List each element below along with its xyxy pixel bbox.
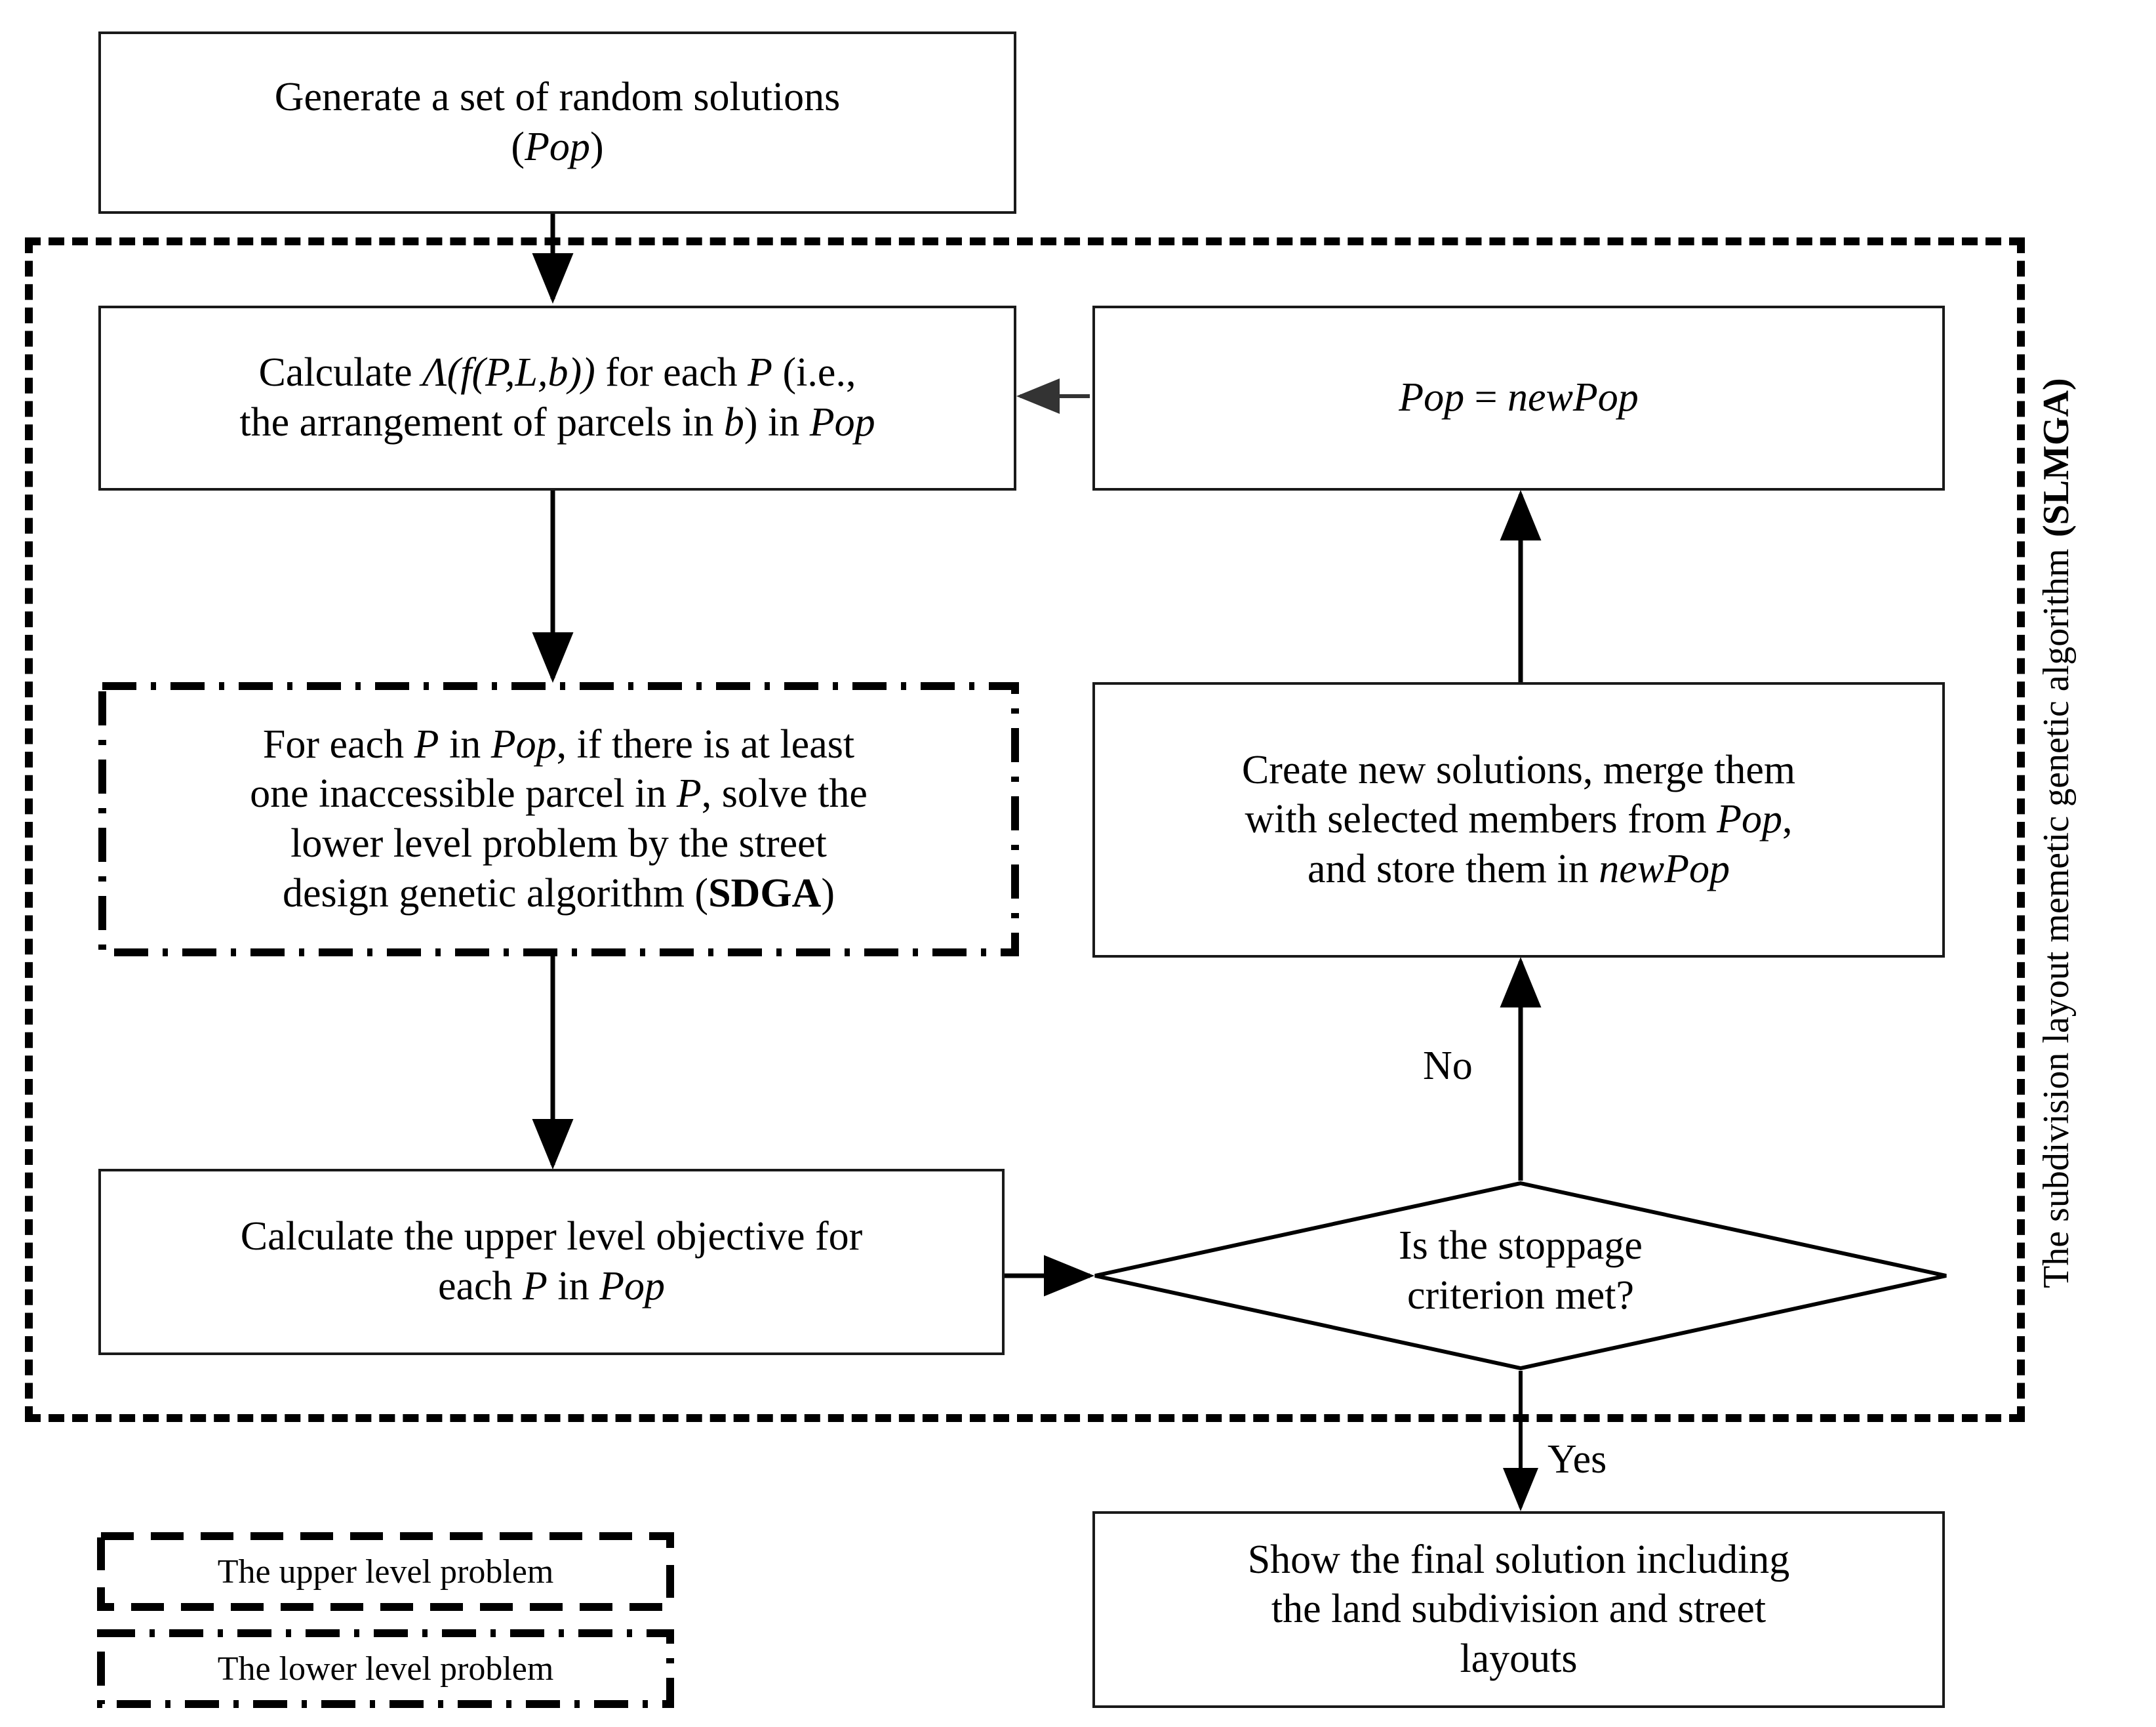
generate-paren-open: (: [511, 125, 525, 169]
sdga-l2a: one inaccessible parcel in: [250, 771, 677, 817]
pop-assign-rhs: newPop: [1507, 375, 1639, 420]
sdga-l4c: ): [821, 870, 835, 916]
slmga-label-line2: (SLMGA): [2036, 377, 2077, 537]
slmga-label-line1: The subdivision layout memetic genetic a…: [2036, 548, 2077, 1289]
node-decision-text: Is the stoppage criterion met?: [1092, 1221, 1949, 1320]
legend-lower-level: The lower level problem: [97, 1629, 674, 1708]
sdga-l3: lower level problem by the street: [290, 821, 827, 866]
node-upper-objective-text: Calculate the upper level objective for …: [224, 1212, 880, 1311]
node-create-new-text: Create new solutions, merge them with se…: [1225, 746, 1812, 895]
node-pop-assign[interactable]: Pop = newPop: [1092, 306, 1945, 491]
calc-pop: Pop: [809, 400, 875, 445]
calc-line2a: the arrangement of parcels in: [239, 400, 724, 445]
node-generate-text: Generate a set of random solutions (Pop): [258, 73, 858, 172]
node-upper-level-objective[interactable]: Calculate the upper level objective for …: [98, 1169, 1005, 1355]
final-line2: the land subdivision and street: [1271, 1587, 1767, 1632]
sdga-l1p: P: [414, 721, 439, 767]
node-calculate-lambda[interactable]: Calculate Λ(f(P,L,b)) for each P (i.e., …: [98, 306, 1016, 491]
generate-pop: Pop: [525, 125, 590, 169]
sdga-border: [98, 682, 1019, 956]
legend-lower-label: The lower level problem: [217, 1650, 554, 1688]
sdga-l4b: SDGA: [708, 870, 822, 916]
sdga-l4a: design genetic algorithm (: [282, 870, 709, 916]
calc-seg2: for each: [595, 350, 748, 396]
calc-seg3: (i.e.,: [772, 350, 856, 396]
upper-line2a: each: [437, 1264, 523, 1309]
sdga-l2b: , solve the: [701, 771, 868, 817]
sdga-l1a: For each: [262, 721, 414, 767]
legend-lower-border: [97, 1629, 674, 1708]
upper-line2b: in: [547, 1264, 600, 1309]
create-line2a: with selected members from: [1245, 797, 1717, 842]
calc-f: f: [460, 350, 472, 396]
decision-line1: Is the stoppage: [1399, 1223, 1643, 1268]
sdga-l2p: P: [676, 771, 702, 817]
calc-args: (P,L,b): [471, 350, 582, 396]
create-line1: Create new solutions, merge them: [1241, 747, 1796, 792]
node-show-final-solution[interactable]: Show the final solution including the la…: [1092, 1511, 1945, 1708]
sdga-l1c: , if there is at least: [556, 721, 855, 767]
edge-label-yes: Yes: [1547, 1437, 1607, 1482]
decision-line2: criterion met?: [1407, 1272, 1634, 1318]
legend-upper-label: The upper level problem: [217, 1553, 554, 1591]
slmga-container: [25, 237, 2025, 1422]
node-calculate-lambda-text: Calculate Λ(f(P,L,b)) for each P (i.e., …: [222, 348, 892, 447]
sdga-l1b: in: [439, 721, 491, 767]
node-pop-assign-text: Pop = newPop: [1382, 373, 1656, 423]
node-decision-stoppage[interactable]: Is the stoppage criterion met?: [1092, 1181, 1949, 1371]
calc-lambda: Λ(: [422, 350, 461, 396]
edge-label-no: No: [1423, 1044, 1473, 1088]
create-line3a: and store them in: [1308, 846, 1599, 891]
calc-line2b: ) in: [744, 400, 810, 445]
final-line1: Show the final solution including: [1247, 1537, 1790, 1582]
node-sdga-text: For each P in Pop, if there is at least …: [233, 720, 885, 919]
calc-b: b: [723, 400, 744, 445]
calc-close: ): [582, 350, 595, 396]
pop-assign-lhs: Pop: [1399, 375, 1465, 420]
generate-paren-close: ): [589, 125, 604, 169]
final-line3: layouts: [1460, 1636, 1578, 1681]
slmga-vertical-label: The subdivision layout memetic genetic a…: [2036, 256, 2136, 1410]
node-final-text: Show the final solution including the la…: [1231, 1535, 1807, 1684]
pop-assign-eq: =: [1464, 375, 1508, 420]
upper-line1: Calculate the upper level objective for: [240, 1214, 863, 1259]
node-sdga-lower-level[interactable]: For each P in Pop, if there is at least …: [98, 682, 1019, 956]
decision-diamond-shape: [1094, 1181, 1947, 1371]
node-create-new-solutions[interactable]: Create new solutions, merge them with se…: [1092, 682, 1945, 958]
upper-line2pop: Pop: [599, 1264, 666, 1309]
legend-upper-border: [97, 1532, 674, 1611]
node-generate-random-solutions[interactable]: Generate a set of random solutions (Pop): [98, 31, 1016, 214]
create-line2pop: Pop: [1717, 797, 1783, 842]
legend-upper-level: The upper level problem: [97, 1532, 674, 1611]
create-line2b: ,: [1782, 797, 1793, 842]
calc-seg1: Calculate: [258, 350, 423, 396]
upper-line2p: P: [523, 1264, 548, 1309]
generate-line1: Generate a set of random solutions: [274, 75, 841, 120]
calc-p: P: [748, 350, 773, 396]
create-line3pop: newPop: [1599, 846, 1730, 891]
sdga-l1pop: Pop: [490, 721, 557, 767]
